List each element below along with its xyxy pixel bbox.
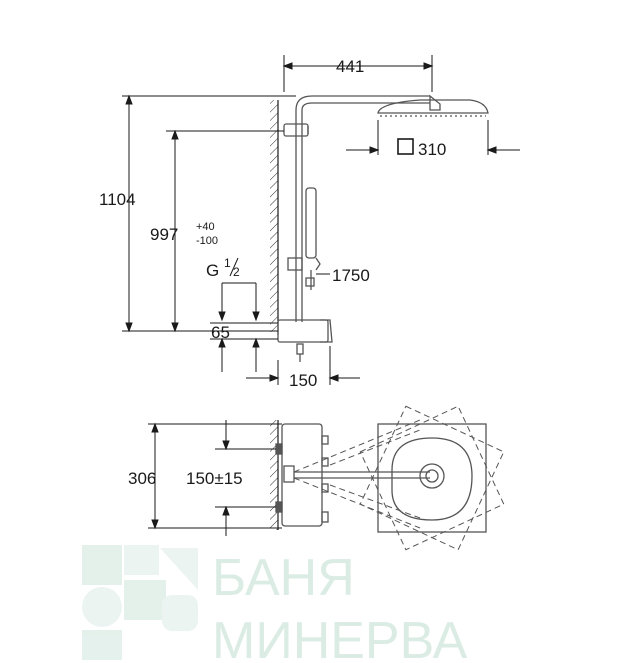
watermark-line2: МИНЕРВА	[212, 612, 468, 663]
dim-441-label: 441	[336, 57, 364, 76]
thermostat-side	[277, 319, 333, 362]
wall	[270, 100, 279, 335]
dim-1104-label: 1104	[99, 190, 136, 209]
thread-label: G	[206, 261, 219, 280]
dim-150-15-label: 150±15	[186, 469, 243, 488]
dim-306-label: 306	[128, 469, 156, 488]
shower-head-plan	[377, 423, 487, 533]
watermark-line1: БАНЯ	[212, 549, 355, 607]
dim-997-label: 997	[150, 225, 178, 244]
swivel-positions	[293, 405, 505, 551]
dim-310-label: 310	[418, 140, 446, 159]
shower-arm-plan	[283, 465, 430, 483]
dim-997	[166, 129, 284, 333]
thread-num: 1	[224, 256, 231, 270]
shower-column	[283, 94, 441, 322]
dim-441	[282, 55, 434, 92]
dim-306	[148, 422, 282, 530]
dim-997-tol-minus: -100	[196, 235, 218, 247]
thread-leader	[218, 282, 260, 322]
wall-plan	[270, 420, 279, 530]
dim-997-tol-plus: +40	[196, 221, 215, 233]
dim-1750-label: 1750	[332, 266, 370, 285]
dim-310	[346, 120, 520, 155]
thread-slash	[229, 257, 239, 277]
thermostat-plan	[275, 423, 329, 527]
dim-65-label: 65	[211, 323, 230, 342]
watermark-logo	[82, 545, 198, 660]
dim-150-label: 150	[289, 371, 317, 390]
dim-150-15	[215, 420, 276, 536]
dim-65	[210, 322, 278, 372]
dim-1104	[122, 94, 296, 333]
shower-head-side	[377, 99, 489, 117]
dim-150	[246, 346, 360, 385]
thread-den: 2	[233, 265, 240, 279]
square-symbol	[397, 138, 414, 155]
